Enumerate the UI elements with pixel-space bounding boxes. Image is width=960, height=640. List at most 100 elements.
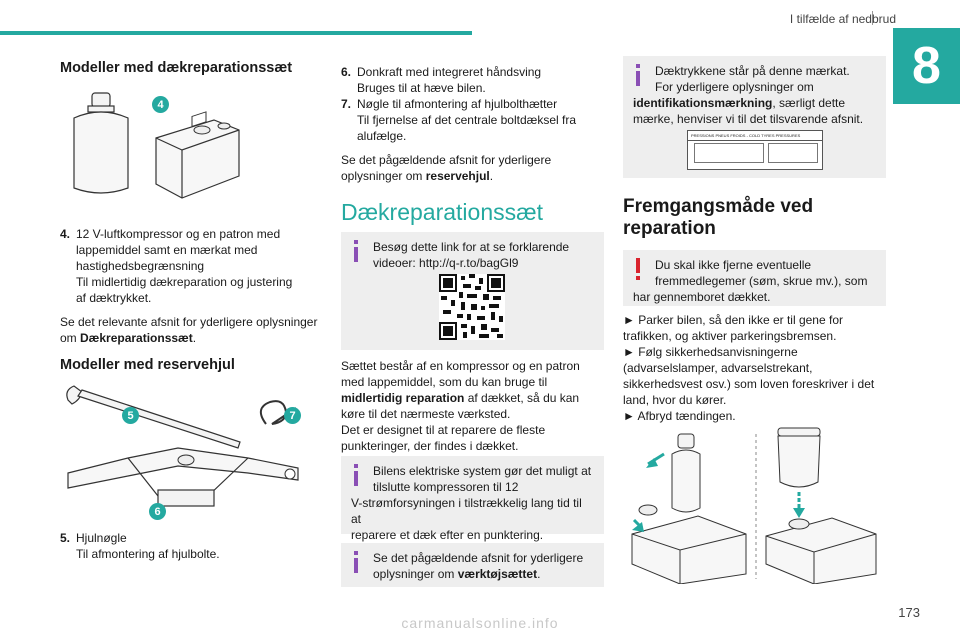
info-icon bbox=[354, 240, 358, 262]
list-text: hastighedsbegrænsning bbox=[76, 259, 205, 273]
procedure-steps: ► Parker bilen, så den ikke er til gene … bbox=[623, 312, 886, 424]
info-text: tilslutte kompressoren til 12 bbox=[373, 480, 519, 494]
list-number: 6. bbox=[341, 65, 352, 79]
info-text: oplysninger om værktøjsættet. bbox=[351, 566, 594, 582]
step-text: sikkerhedsvest osv.) som loven foreskriv… bbox=[623, 377, 875, 391]
qr-code[interactable] bbox=[439, 274, 505, 340]
info-box-video: Besøg dette link for at se forklarende v… bbox=[341, 232, 604, 350]
watermark: carmanualsonline.info bbox=[401, 615, 559, 631]
list-item-5: 5. Hjulnøgle Til afmontering af hjulbolt… bbox=[60, 530, 325, 562]
bold-text: identifikationsmærkning bbox=[633, 96, 773, 110]
text: , særligt dette bbox=[772, 96, 846, 110]
tyre-pressure-label: PRESSIONS PNEUS FROIDS - COLD TYRES PRES… bbox=[687, 130, 823, 170]
label-grid bbox=[768, 143, 818, 163]
warning-icon bbox=[636, 258, 640, 280]
text: Se det pågældende afsnit for yderligere bbox=[341, 153, 552, 167]
list-text: Nøgle til afmontering af hjulbolthætter bbox=[357, 97, 558, 111]
info-icon bbox=[636, 64, 640, 86]
info-icon bbox=[354, 464, 358, 486]
list-text: Donkraft med integreret håndsving bbox=[357, 65, 542, 79]
text: om bbox=[60, 331, 81, 345]
text: . bbox=[489, 169, 494, 183]
step-text: ► Afbryd tændingen. bbox=[623, 409, 736, 423]
info-text: Besøg dette link for at se forklarende bbox=[373, 240, 570, 254]
step-text: (advarselslamper, advarselstrekant, bbox=[623, 361, 813, 375]
list-text: Til afmontering af hjulbolte. bbox=[76, 547, 220, 561]
list-text: Til fjernelse af det centrale boltdæksel… bbox=[357, 113, 576, 127]
compressor-kit-illustration bbox=[73, 92, 240, 199]
paragraph-see-section: Se det relevante afsnit for yderligere o… bbox=[60, 314, 325, 346]
heading-spare-wheel-models: Modeller med reservehjul bbox=[60, 357, 235, 373]
text: Se det relevante afsnit for yderligere o… bbox=[60, 315, 318, 329]
step-text: ► Parker bilen, så den ikke er til gene … bbox=[623, 313, 843, 327]
list-number: 7. bbox=[341, 97, 352, 111]
text: punkteringer, der findes i dækket. bbox=[341, 439, 519, 453]
cartridge-fitting-illustration bbox=[631, 427, 877, 584]
heading-repair-kit-models: Modeller med dækreparationssæt bbox=[60, 60, 293, 76]
text: . bbox=[192, 331, 197, 345]
tools-illustration bbox=[66, 385, 299, 507]
info-text: mærke, henviser vi til det tilsvarende a… bbox=[633, 112, 864, 126]
info-text: V-strømforsyningen i tilstrækkelig lang … bbox=[351, 496, 582, 526]
paragraph-kit-description: Sættet består af en kompressor og en pat… bbox=[341, 358, 604, 454]
info-text: reparere et dæk efter en punktering. bbox=[351, 528, 544, 542]
info-box-toolkit: Se det pågældende afsnit for yderligere … bbox=[341, 543, 604, 587]
list-text: af dæktrykket. bbox=[76, 291, 152, 305]
text: . bbox=[537, 567, 541, 581]
text: Sættet består af en kompressor og en pat… bbox=[341, 359, 580, 373]
list-text: Bruges til at hæve bilen. bbox=[357, 81, 486, 95]
list-text: 12 V-luftkompressor og en patron med bbox=[76, 227, 281, 241]
warning-text: fremmedlegemer (søm, skrue mv.), som bbox=[655, 274, 868, 288]
header-accent-bar bbox=[0, 31, 472, 35]
info-text: Se det pågældende afsnit for yderligere bbox=[373, 551, 584, 565]
page-number: 173 bbox=[898, 605, 920, 620]
chapter-title: I tilfælde af nedbrud bbox=[789, 12, 896, 26]
list-item-4: 4. 12 V-luftkompressor og en patron med … bbox=[60, 226, 325, 306]
label-heading: PRESSIONS PNEUS FROIDS - COLD TYRES PRES… bbox=[688, 131, 822, 141]
text: med lappemiddel, som du kan bruge til bbox=[341, 375, 548, 389]
callout-6: 6 bbox=[149, 503, 166, 520]
list-text: Hjulnøgle bbox=[76, 531, 127, 545]
text: reparation bbox=[623, 218, 716, 239]
info-text: For yderligere oplysninger om bbox=[655, 80, 814, 94]
bold-text: midlertidig reparation bbox=[341, 391, 465, 405]
list-text: lappemiddel samt en mærkat med bbox=[76, 243, 258, 257]
list-item-6: 6. Donkraft med integreret håndsving Bru… bbox=[341, 64, 604, 96]
list-text: Til midlertidig dækreparation og justeri… bbox=[76, 275, 293, 289]
text: køre til det nærmeste værksted. bbox=[341, 407, 511, 421]
text: oplysninger om bbox=[373, 567, 458, 581]
step-text: trafikken, og aktiver parkeringsbremsen. bbox=[623, 329, 837, 343]
bold-link-text: Dækreparationssæt bbox=[80, 331, 193, 345]
step-text: land, hvor du kører. bbox=[623, 393, 727, 407]
callout-7: 7 bbox=[284, 407, 301, 424]
list-number: 4. bbox=[60, 227, 71, 241]
section-title-repair-kit: Dækreparationssæt bbox=[341, 199, 543, 225]
callout-5: 5 bbox=[122, 407, 139, 424]
text: af dækket, så du kan bbox=[464, 391, 580, 405]
bold-link-text: reservehjul bbox=[425, 169, 490, 183]
text: oplysninger om bbox=[341, 169, 426, 183]
list-item-7: 7. Nøgle til afmontering af hjulbolthætt… bbox=[341, 96, 604, 144]
callout-4: 4 bbox=[152, 96, 169, 113]
step-text: ► Følg sikkerhedsanvisningerne bbox=[623, 345, 798, 359]
info-icon bbox=[354, 551, 358, 573]
section-title-repair-procedure: Fremgangsmåde ved reparation bbox=[623, 196, 813, 240]
list-number: 5. bbox=[60, 531, 71, 545]
info-box-electrical: Bilens elektriske system gør det muligt … bbox=[341, 456, 604, 542]
info-box-tyre-pressure: Dæktrykkene står på denne mærkat. For yd… bbox=[623, 56, 886, 178]
bold-text: værktøjsættet bbox=[457, 567, 538, 581]
list-text: alufælge. bbox=[357, 129, 407, 143]
warning-text: Du skal ikke fjerne eventuelle bbox=[655, 258, 812, 272]
warning-text: har gennemboret dækket. bbox=[633, 290, 771, 304]
text: Fremgangsmåde ved bbox=[623, 196, 814, 217]
info-text: Bilens elektriske system gør det muligt … bbox=[373, 464, 592, 478]
text: Det er designet til at reparere de flest… bbox=[341, 423, 546, 437]
warning-box-foreign-objects: Du skal ikke fjerne eventuelle fremmedle… bbox=[623, 250, 886, 306]
label-grid bbox=[694, 143, 764, 163]
header-divider bbox=[872, 11, 873, 25]
info-link[interactable]: videoer: http://q-r.to/bagGl9 bbox=[373, 256, 519, 270]
chapter-number-badge: 8 bbox=[893, 28, 960, 104]
info-text: Dæktrykkene står på denne mærkat. bbox=[655, 64, 850, 78]
info-text: identifikationsmærkning, særligt dette bbox=[633, 95, 876, 111]
paragraph-see-spare-wheel: Se det pågældende afsnit for yderligere … bbox=[341, 152, 604, 184]
